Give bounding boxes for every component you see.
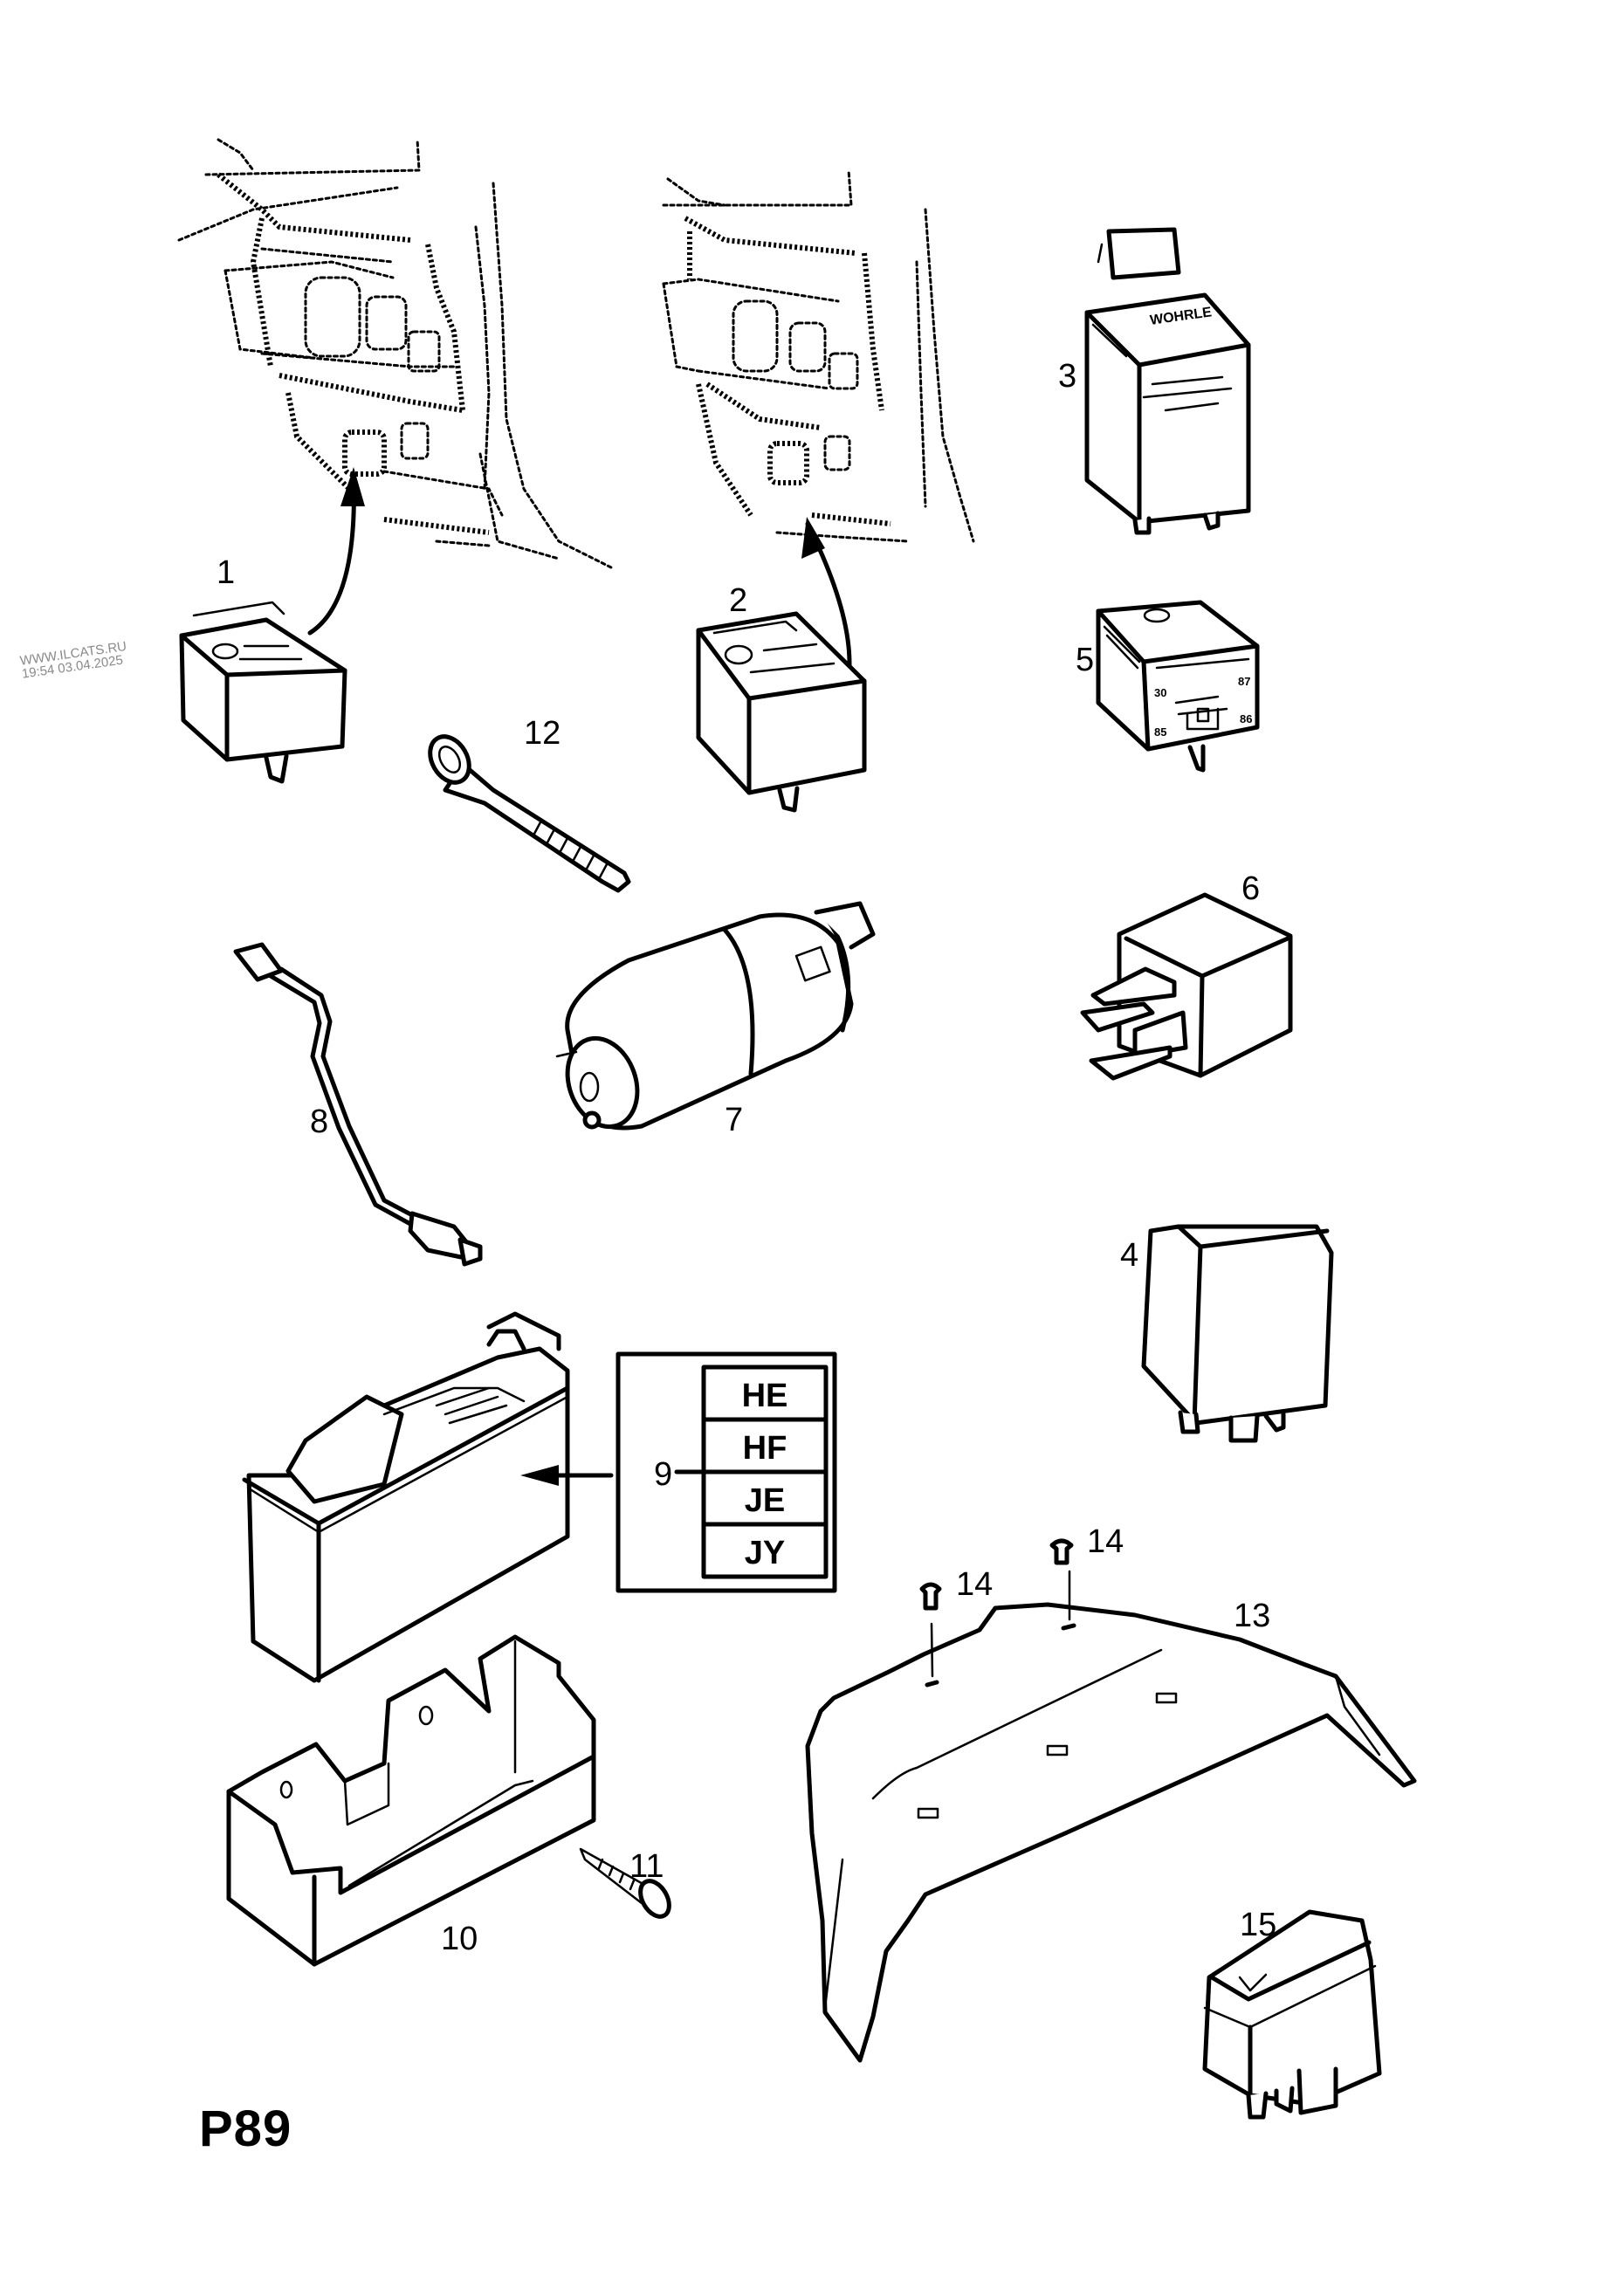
callout-1: 1 bbox=[217, 554, 235, 591]
part-12-bolt[interactable] bbox=[423, 730, 631, 893]
page-code: P89 bbox=[199, 2100, 292, 2157]
callout-10: 10 bbox=[441, 1921, 478, 1957]
callout-11: 11 bbox=[629, 1848, 664, 1885]
variant-code-hf: HF bbox=[743, 1430, 787, 1467]
terminal-85: 85 bbox=[1154, 725, 1166, 739]
installation-sketch-right bbox=[662, 168, 975, 692]
part-8-wiring-lead[interactable] bbox=[233, 942, 483, 1267]
callout-14b: 14 bbox=[1087, 1523, 1124, 1560]
terminal-30: 30 bbox=[1154, 686, 1166, 699]
callout-7: 7 bbox=[725, 1102, 743, 1138]
callout-9: 9 bbox=[654, 1456, 672, 1493]
part-7-motor-unit[interactable] bbox=[555, 901, 876, 1137]
installation-sketch-left bbox=[177, 138, 613, 636]
callout-5: 5 bbox=[1076, 642, 1094, 678]
variant-code-he: HE bbox=[742, 1378, 788, 1414]
part-5-relay[interactable]: 30 87 85 86 bbox=[1096, 600, 1260, 773]
part-4-relay[interactable] bbox=[1141, 1224, 1334, 1443]
callout-8: 8 bbox=[310, 1103, 328, 1140]
part-15-switch[interactable] bbox=[1202, 1909, 1382, 2120]
part-13-trim-cover[interactable] bbox=[805, 1602, 1417, 2063]
part-3-relay[interactable]: WOHRLE bbox=[1084, 227, 1251, 535]
callout-4: 4 bbox=[1120, 1237, 1138, 1274]
part-14-clip-b[interactable] bbox=[1049, 1538, 1076, 1631]
callout-14a: 14 bbox=[956, 1566, 993, 1603]
variant-code-je: JE bbox=[745, 1482, 785, 1519]
part-6-relay[interactable] bbox=[1080, 892, 1293, 1081]
callout-3: 3 bbox=[1058, 358, 1076, 395]
variant-code-jy: JY bbox=[745, 1535, 785, 1571]
part-10-battery-tray[interactable] bbox=[226, 1634, 596, 1967]
terminal-87: 87 bbox=[1238, 675, 1250, 688]
callout-2: 2 bbox=[729, 582, 747, 619]
terminal-86: 86 bbox=[1240, 712, 1252, 725]
callout-13: 13 bbox=[1234, 1598, 1270, 1634]
callout-15: 15 bbox=[1240, 1907, 1276, 1943]
callout-12: 12 bbox=[524, 715, 560, 752]
part-1-relay[interactable] bbox=[179, 601, 347, 784]
part-11-screw[interactable] bbox=[579, 1847, 675, 1921]
variant-box: HE HF JE JY bbox=[616, 1351, 837, 1593]
part-2-relay[interactable] bbox=[696, 611, 867, 813]
part-9-battery[interactable] bbox=[242, 1311, 614, 1683]
part-14-clip-a[interactable] bbox=[919, 1582, 942, 1688]
callout-6: 6 bbox=[1241, 870, 1260, 907]
